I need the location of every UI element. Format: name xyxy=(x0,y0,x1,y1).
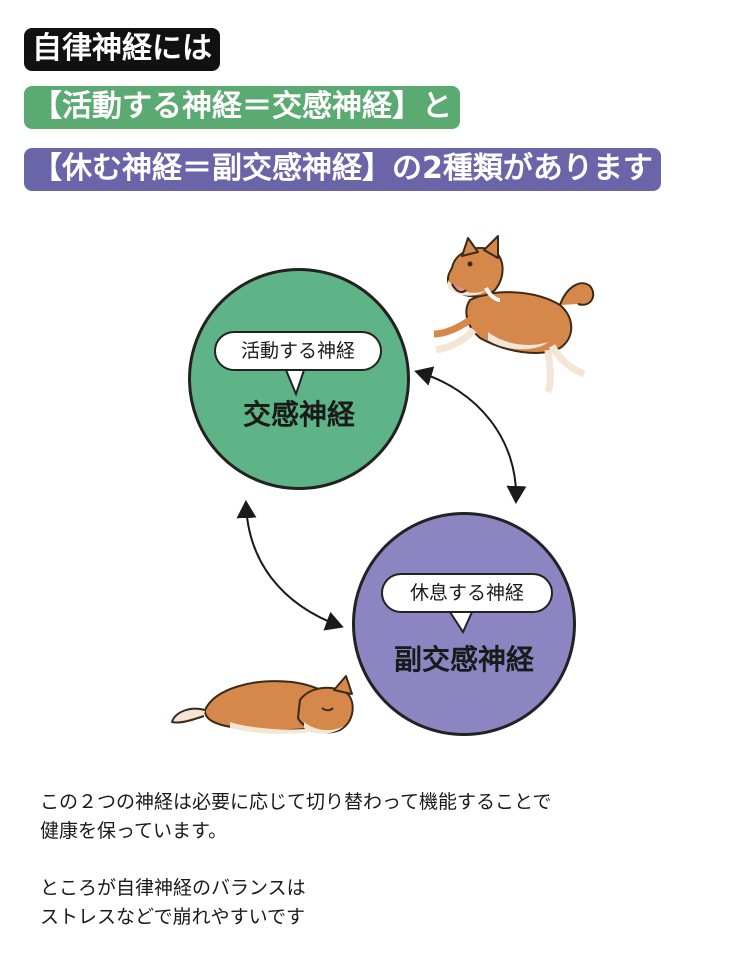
heading-line-1: 自律神経には xyxy=(24,28,220,71)
sympathetic-speech-bubble: 活動する神経 xyxy=(214,331,382,371)
parasympathetic-speech-bubble: 休息する神経 xyxy=(381,573,553,613)
heading-line-2: 【活動する神経＝交感神経】と xyxy=(24,86,460,129)
body-line: この２つの神経は必要に応じて切り替わって機能することで xyxy=(40,791,552,813)
heading-line-3: 【休む神経＝副交感神経】の2種類があります xyxy=(24,148,661,191)
sympathetic-label: 交感神経 xyxy=(242,398,355,431)
parasympathetic-label: 副交感神経 xyxy=(393,643,534,676)
body-line: ストレスなどで崩れやすいです xyxy=(40,906,306,928)
body-line: ところが自律神経のバランスは xyxy=(40,877,306,899)
bubble-tail-icon xyxy=(448,611,474,635)
double-arrow-icon xyxy=(414,366,527,504)
body-paragraph-1: この２つの神経は必要に応じて切り替わって機能することで 健康を保っています。 xyxy=(40,788,551,846)
body-line: 健康を保っています。 xyxy=(40,820,228,842)
double-arrow-icon xyxy=(236,500,344,631)
body-paragraph-2: ところが自律神経のバランスは ストレスなどで崩れやすいです xyxy=(40,874,306,932)
bubble-tail-icon xyxy=(284,369,306,397)
